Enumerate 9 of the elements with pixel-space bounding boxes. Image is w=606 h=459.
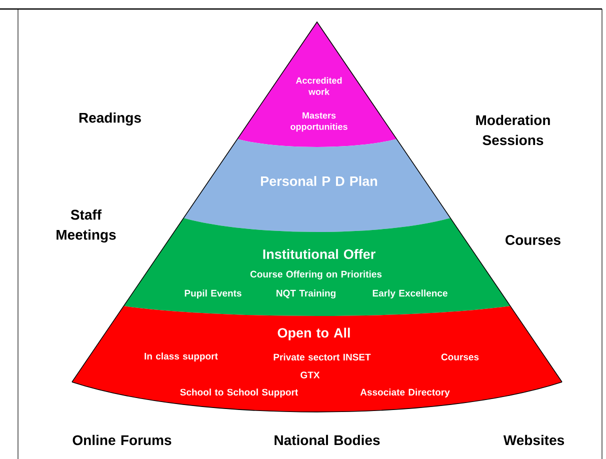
label: Readings <box>79 112 141 126</box>
pyramid-band: Accredited work Masters opportunities <box>237 22 397 147</box>
label: Moderation Sessions <box>476 114 550 146</box>
pyramid-band: Open to All In class support Private sectort INSET Courses GTX School to School Support Associate Directory <box>72 306 562 412</box>
label: Staff Meetings <box>56 209 116 243</box>
label: Websites <box>503 434 564 446</box>
label: National Bodies <box>274 434 380 446</box>
label: Online Forums <box>72 434 172 446</box>
pyramid-band: Personal P D Plan <box>184 139 450 232</box>
